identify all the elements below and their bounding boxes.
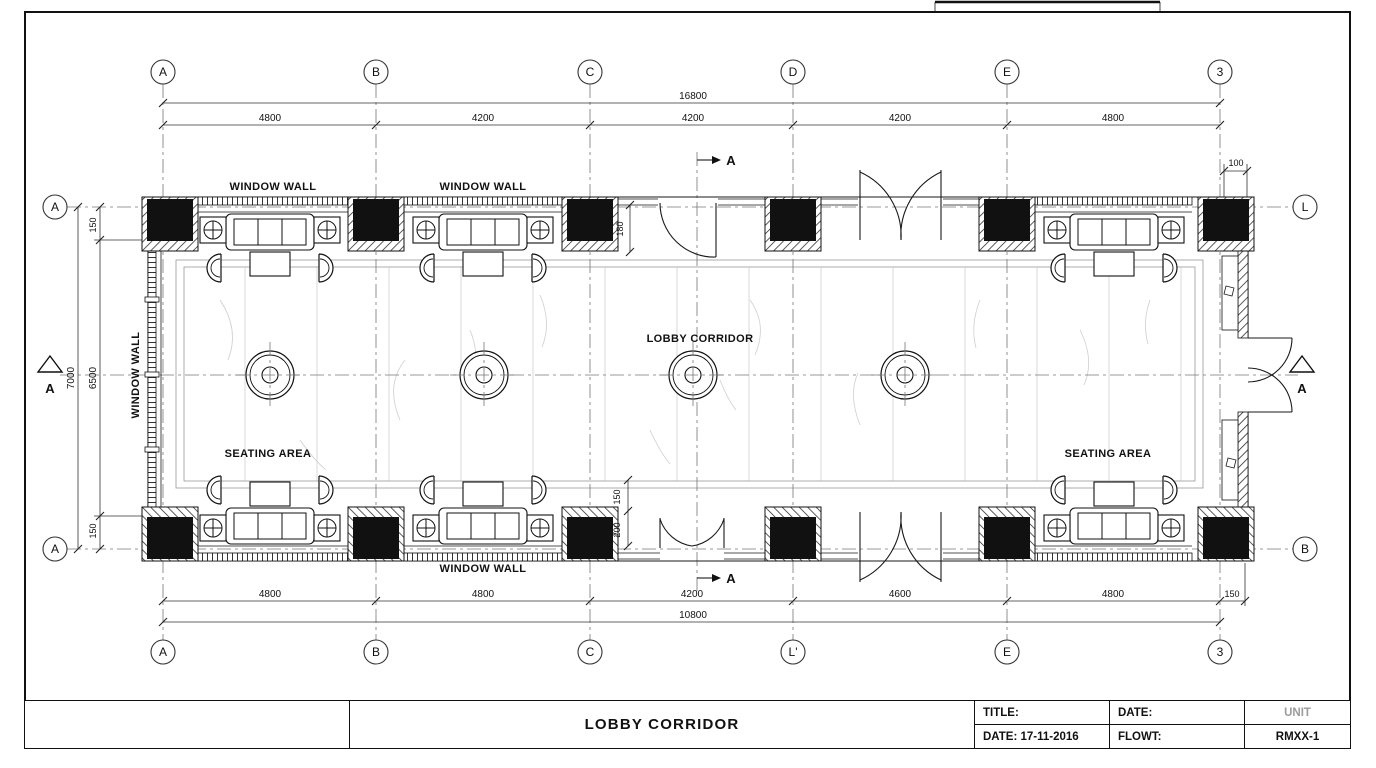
dim-label: 4200: [889, 113, 912, 124]
window-wall-strip: [191, 552, 349, 562]
window-wall-strip: [191, 196, 349, 206]
right-wall-niche: [1221, 419, 1239, 501]
floor-area: [175, 259, 1204, 489]
grid-bubble-label: B: [372, 65, 380, 79]
walls: [141, 196, 1255, 562]
grid-bubble-label: L': [789, 645, 798, 659]
section-markers: A A A A: [36, 153, 1316, 586]
grid-bubble-label: A: [159, 65, 167, 79]
right-wall-niche: [1221, 255, 1239, 331]
grid-bubble-label: 3: [1217, 645, 1224, 659]
title-block-col-date: DATE: FLOWT:: [1110, 701, 1245, 748]
dim-label: 4600: [889, 589, 912, 600]
dimensions: [73, 98, 1252, 627]
door-right-exit-double: [1247, 337, 1293, 413]
right-wall-segment: [1237, 411, 1249, 508]
annotation-labels: WINDOW WALL WINDOW WALL WINDOW WALL WIND…: [130, 181, 1151, 575]
section-label: A: [45, 381, 55, 396]
section-marker-left: A: [36, 354, 64, 396]
grid-bubble-label: D: [789, 65, 798, 79]
window-wall-strip: [403, 552, 563, 562]
grid-bubble-label: L: [1302, 200, 1309, 214]
dim-label: 7000: [66, 366, 77, 389]
dim-label: 150: [1224, 589, 1239, 599]
window-wall-label: WINDOW WALL: [230, 181, 317, 193]
grid-bubble-label: 3: [1217, 65, 1224, 79]
grid-bubble-label: E: [1003, 65, 1011, 79]
window-wall-strip: [1034, 552, 1193, 562]
sheet-border: [24, 0, 1351, 749]
dim-label: 150: [88, 217, 98, 232]
marble-veins: [219, 294, 1151, 471]
grid-bubble-label: A: [159, 645, 167, 659]
section-marker-right: A: [1288, 354, 1316, 396]
grid-bubbles: A B C D E 3 A B C L' E 3 A A L B: [42, 59, 1318, 665]
title-label: TITLE:: [975, 701, 1109, 725]
dim-label: 4200: [681, 589, 704, 600]
drawing-title: LOBBY CORRIDOR: [350, 701, 975, 748]
window-wall-label: WINDOW WALL: [440, 563, 527, 575]
window-wall-label: WINDOW WALL: [130, 332, 142, 419]
dim-label: 4200: [682, 113, 705, 124]
door-bottom-double: [859, 511, 942, 582]
grid-bubble-label: C: [586, 645, 595, 659]
date-label: DATE:: [1110, 701, 1244, 725]
grid-bubble-label: A: [51, 542, 59, 556]
grid-bubble-label: A: [51, 200, 59, 214]
title-block: LOBBY CORRIDOR TITLE: DATE: 17-11-2016 D…: [25, 700, 1350, 748]
dim-label: 4200: [472, 113, 495, 124]
dim-label: 100: [1228, 158, 1243, 168]
window-wall-strip: [1034, 196, 1193, 206]
dim-label: 4800: [1102, 589, 1125, 600]
dim-label: 150: [612, 489, 622, 504]
room-label: LOBBY CORRIDOR: [647, 333, 754, 345]
dim-label: 4800: [1102, 113, 1125, 124]
dim-label: 180: [615, 221, 625, 236]
window-wall-strip: [147, 250, 157, 508]
dim-label: 16800: [679, 91, 707, 102]
seating-area-label: SEATING AREA: [1065, 448, 1152, 460]
title-block-col-title: TITLE: DATE: 17-11-2016: [975, 701, 1110, 748]
seating-area-label: SEATING AREA: [225, 448, 312, 460]
dim-label: 200: [612, 522, 622, 537]
door-top-single: [659, 202, 717, 258]
unit-label: UNIT: [1245, 701, 1350, 725]
grid-bubble-label: B: [1301, 542, 1309, 556]
unit-value: RMXX-1: [1275, 730, 1320, 743]
grid-bubble-label: E: [1003, 645, 1011, 659]
section-label: A: [1297, 381, 1307, 396]
dim-label: 4800: [259, 113, 282, 124]
grid-bubble-label: C: [586, 65, 595, 79]
door-top-double: [859, 170, 942, 241]
date-value: DATE: 17-11-2016: [983, 730, 1079, 743]
window-wall-strip: [403, 196, 563, 206]
section-label: A: [726, 571, 736, 586]
section-marker-top: A: [697, 153, 736, 168]
dim-label: 150: [88, 523, 98, 538]
dim-label: 6500: [88, 366, 99, 389]
dim-label: 10800: [679, 610, 707, 621]
right-wall-segment: [1237, 250, 1249, 339]
grid-bubble-label: B: [372, 645, 380, 659]
dimension-labels: 16800 4800 4200 4200 4200 4800 100 4800 …: [66, 91, 1244, 621]
section-marker-bottom: A: [697, 571, 736, 586]
dim-label: 4800: [259, 589, 282, 600]
dim-label: 4800: [472, 589, 495, 600]
title-block-empty-cell: [25, 701, 350, 748]
flowt-label: FLOWT:: [1118, 730, 1162, 743]
doors: [659, 170, 1293, 582]
window-wall-label: WINDOW WALL: [440, 181, 527, 193]
title-block-col-unit: UNIT RMXX-1: [1245, 701, 1350, 748]
section-label: A: [726, 153, 736, 168]
door-bottom-center-double: [659, 518, 725, 548]
